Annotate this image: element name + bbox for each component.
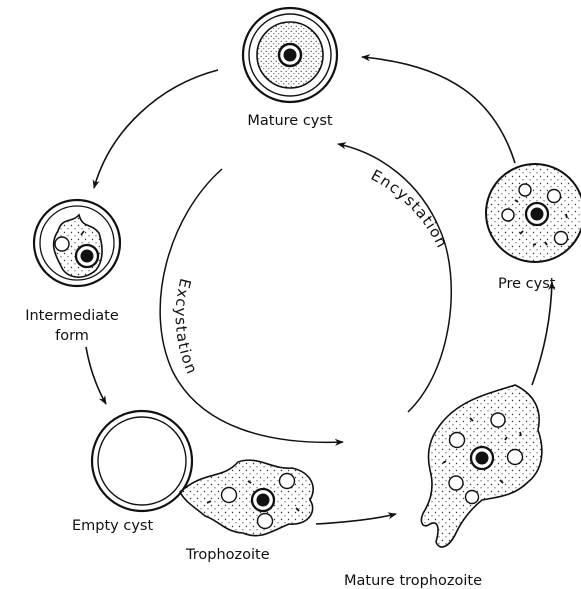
arrow-mature-trophozoite-to-precyst xyxy=(532,282,552,385)
arrow-mature-cyst-to-intermediate xyxy=(94,70,218,188)
label-intermediate-form-line1: Intermediate xyxy=(25,308,119,324)
arrow-trophozoite-to-mature-trophozoite xyxy=(316,514,396,524)
mature-cyst xyxy=(243,8,337,102)
encystation-text: Encystation xyxy=(368,166,452,251)
excystation-text: Excystation xyxy=(172,277,202,378)
trophozoite xyxy=(180,460,313,536)
intermediate-form xyxy=(34,200,120,286)
pre-cyst xyxy=(486,164,581,262)
label-excystation: Excystation xyxy=(172,277,202,378)
mature-trophozoite xyxy=(421,385,541,547)
label-encystation: Encystation xyxy=(368,166,452,251)
arrow-precyst-to-mature-cyst xyxy=(362,57,515,163)
label-trophozoite: Trophozoite xyxy=(185,547,270,563)
label-empty-cyst: Empty cyst xyxy=(72,518,153,534)
label-pre-cyst: Pre cyst xyxy=(498,276,556,292)
label-mature-cyst: Mature cyst xyxy=(247,113,333,129)
label-intermediate-form-line2: form xyxy=(55,328,89,344)
label-mature-trophozoite: Mature trophozoite xyxy=(344,573,482,589)
empty-cyst xyxy=(92,411,192,511)
arrow-intermediate-to-empty-cyst xyxy=(86,347,106,404)
